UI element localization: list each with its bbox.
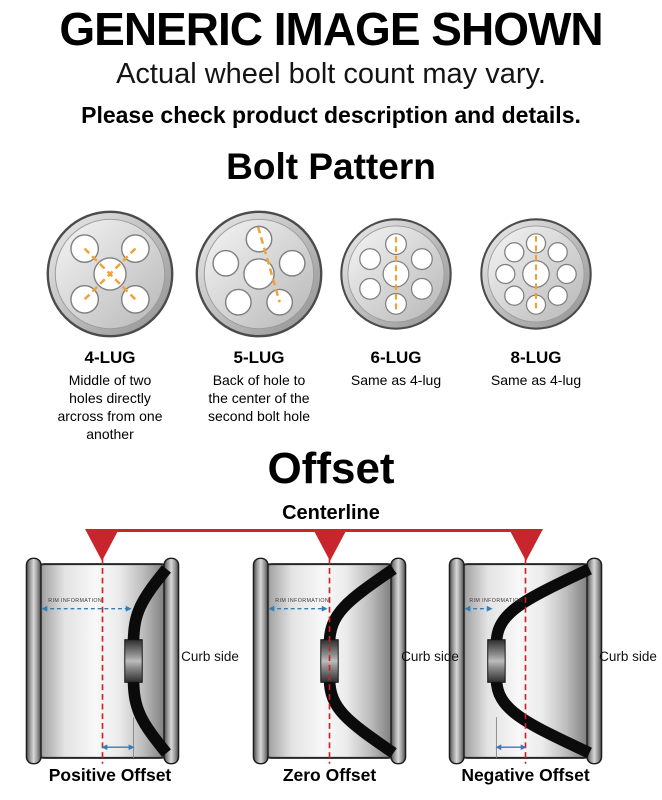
wheel-6-lug-icon <box>338 204 454 344</box>
curb-side-label: Curb side <box>401 649 459 664</box>
wheel-5-lug-icon <box>193 204 325 344</box>
lug-item-5: 5-LUG Back of hole to the center of the … <box>184 204 334 426</box>
measure-guide-icon <box>256 226 281 303</box>
curb-side-label: Curb side <box>599 649 657 664</box>
backspacing-arrow-icon <box>268 605 328 612</box>
wheel-6-lug-svg <box>340 218 452 330</box>
wheel-4-lug-svg <box>46 210 174 338</box>
offset-measure-arrow-icon <box>101 744 135 751</box>
positive-offset-label: Positive Offset <box>48 765 172 785</box>
backspacing-arrow-icon <box>464 605 493 612</box>
offset-heading: Offset <box>267 444 395 493</box>
subtitle: Actual wheel bolt count may vary. <box>116 58 546 90</box>
wheel-8-lug-svg <box>480 218 592 330</box>
centerline-arrow-icon <box>509 529 543 561</box>
backspacing-arrow-icon <box>41 605 132 612</box>
centerline-arrow-icon <box>313 529 347 561</box>
lug-label: 5-LUG <box>233 348 285 367</box>
wheel-5-lug-svg <box>195 210 323 338</box>
rim-info-text: RIM INFORMATION <box>469 598 523 604</box>
lug-item-8: 8-LUG Same as 4-lug <box>468 204 604 390</box>
centerline-label: Centerline <box>282 502 380 524</box>
hub <box>124 639 143 683</box>
note: Please check product description and det… <box>81 102 581 128</box>
lug-label: 4-LUG <box>84 348 136 367</box>
lug-item-6: 6-LUG Same as 4-lug <box>332 204 460 390</box>
page-title: GENERIC IMAGE SHOWN <box>59 3 603 55</box>
lug-description: Same as 4-lug <box>350 372 442 388</box>
wheel-4-lug-icon <box>44 204 176 344</box>
measure-guide-icon <box>83 247 137 301</box>
rim-info-text: RIM INFORMATION <box>48 598 102 604</box>
lug-label: 6-LUG <box>370 348 422 367</box>
zero-offset-label: Zero Offset <box>282 765 377 785</box>
lug-item-4: 4-LUG Middle of two holes directly arcro… <box>34 204 186 444</box>
centerline-arrow-icon <box>85 529 119 561</box>
lug-description: Back of hole to the center of the second… <box>208 372 310 424</box>
centerline-markers <box>85 529 543 561</box>
negative-offset-wheel-diagram: RIM INFORMATION <box>448 557 603 765</box>
lug-description: Same as 4-lug <box>490 372 582 388</box>
bolt-pattern-heading: Bolt Pattern <box>226 146 436 187</box>
zero-offset-wheel-diagram: RIM INFORMATION <box>252 557 407 765</box>
lug-label: 8-LUG <box>510 348 562 367</box>
positive-offset-wheel-diagram: RIM INFORMATION <box>25 557 180 765</box>
hub <box>487 639 506 683</box>
wheel-8-lug-icon <box>478 204 594 344</box>
curb-side-label: Curb side <box>181 649 239 664</box>
lug-description: Middle of two holes directly arcross fro… <box>57 372 163 442</box>
rim-info-text: RIM INFORMATION <box>275 598 329 604</box>
offset-measure-arrow-icon <box>495 744 527 751</box>
negative-offset-label: Negative Offset <box>461 765 590 785</box>
